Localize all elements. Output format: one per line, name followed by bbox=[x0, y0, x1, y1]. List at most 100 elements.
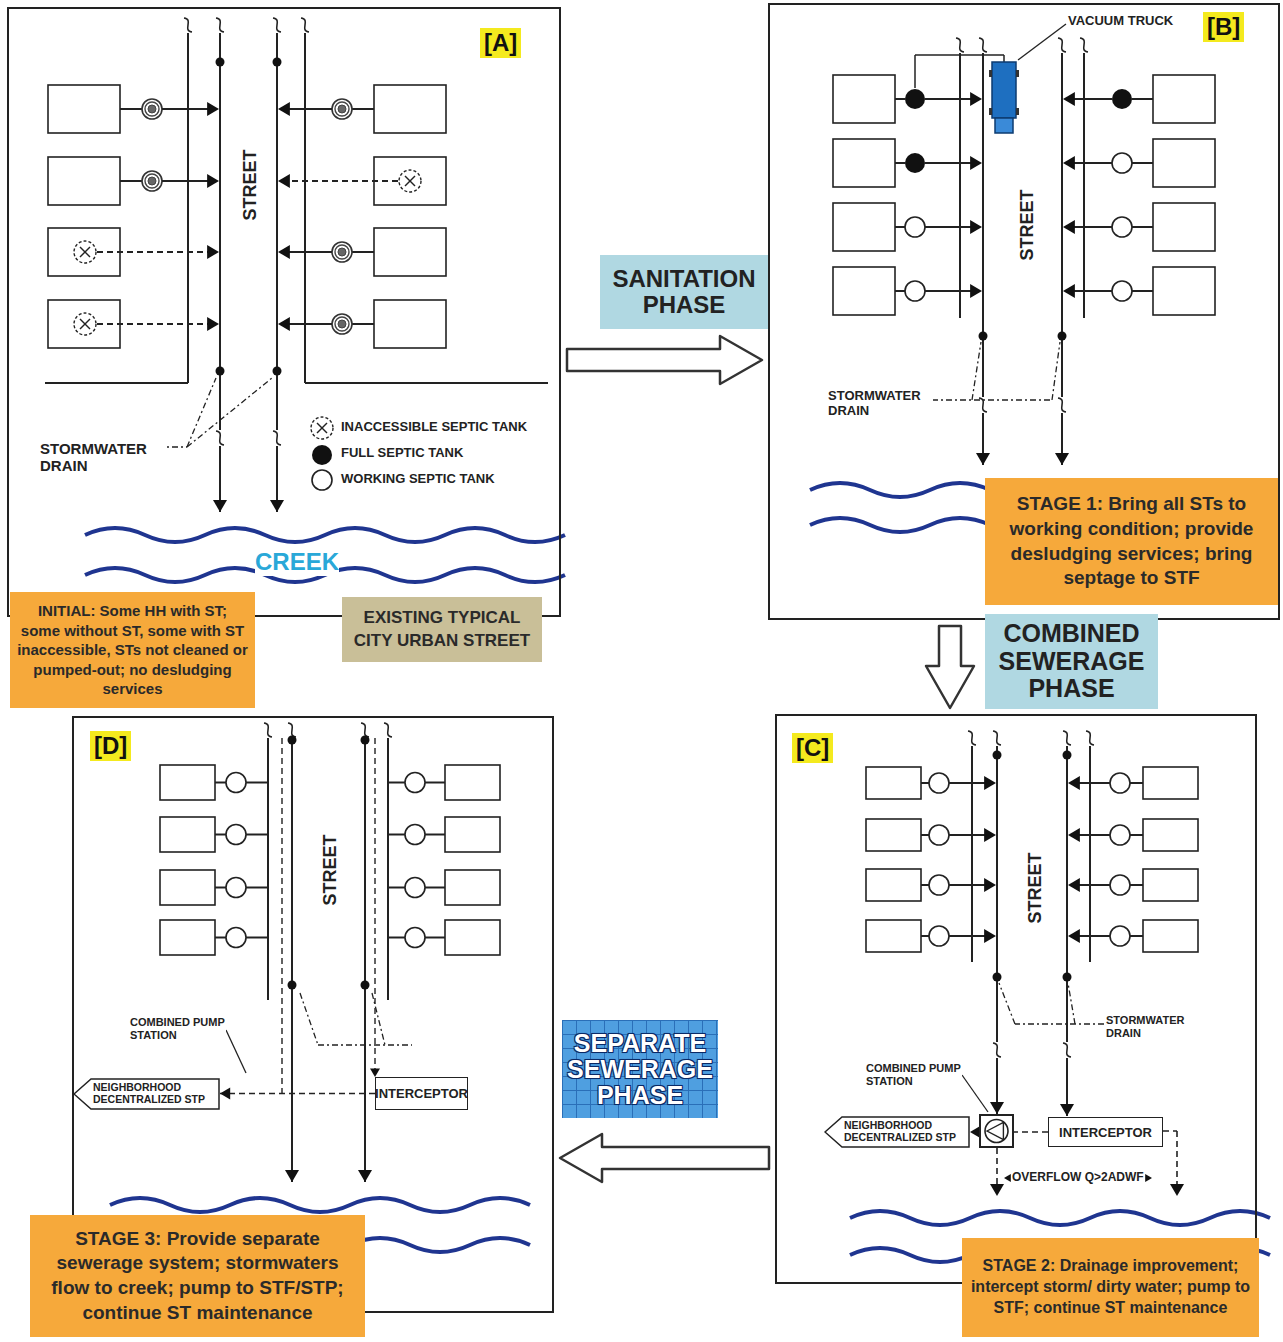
full-septic-tank bbox=[1112, 89, 1132, 109]
line bbox=[1070, 226, 1112, 228]
drain-dot bbox=[1063, 973, 1072, 982]
drain-dot bbox=[288, 736, 297, 745]
house bbox=[1143, 767, 1198, 799]
arrowhead bbox=[278, 102, 290, 116]
septic-tank bbox=[338, 105, 346, 113]
arrowhead bbox=[976, 453, 990, 465]
house bbox=[833, 267, 895, 315]
line bbox=[267, 738, 269, 1000]
callout-label: STORMWATER DRAIN bbox=[40, 440, 165, 475]
line bbox=[388, 782, 405, 784]
house bbox=[833, 139, 895, 187]
arrowhead bbox=[984, 878, 996, 892]
node-text: EXISTING TYPICAL CITY URBAN STREET bbox=[349, 607, 535, 651]
arrowhead bbox=[1068, 776, 1080, 790]
break-mark bbox=[264, 723, 272, 737]
house bbox=[866, 819, 921, 851]
truck-cab bbox=[995, 118, 1013, 133]
line bbox=[281, 738, 282, 1094]
hose bbox=[915, 54, 1004, 56]
pump-station bbox=[980, 1115, 1013, 1147]
arrowhead bbox=[984, 929, 996, 943]
phase-label: SEPARATE SEWERAGE PHASE bbox=[562, 1020, 718, 1118]
line bbox=[291, 738, 293, 1182]
line bbox=[949, 935, 989, 937]
house bbox=[445, 765, 500, 800]
callout-label: VACUUM TRUCK bbox=[1068, 14, 1173, 29]
house bbox=[866, 767, 921, 799]
line bbox=[215, 887, 226, 889]
phase-arrow bbox=[560, 1134, 769, 1182]
line bbox=[1130, 884, 1143, 886]
line bbox=[285, 108, 332, 110]
arrowhead bbox=[285, 1170, 299, 1182]
line bbox=[921, 884, 929, 886]
house bbox=[866, 920, 921, 952]
house bbox=[374, 85, 446, 133]
creek-wave bbox=[810, 518, 990, 532]
line bbox=[1130, 935, 1143, 937]
line bbox=[1068, 983, 1075, 1024]
septic-tank bbox=[142, 99, 162, 119]
full-septic-tank bbox=[312, 445, 332, 465]
working-septic-tank bbox=[226, 928, 246, 948]
house bbox=[1153, 75, 1215, 123]
working-septic-tank bbox=[905, 281, 925, 301]
working-septic-tank bbox=[929, 773, 949, 793]
arrowhead bbox=[1170, 1184, 1184, 1196]
line bbox=[97, 251, 212, 253]
break-mark bbox=[1063, 1043, 1071, 1057]
line bbox=[921, 782, 929, 784]
septic-tank bbox=[335, 102, 349, 116]
legend-text: FULL SEPTIC TANK bbox=[341, 446, 463, 461]
line bbox=[1018, 24, 1066, 60]
house bbox=[1153, 139, 1215, 187]
line bbox=[374, 738, 375, 1070]
house bbox=[160, 817, 215, 852]
arrowhead bbox=[970, 156, 982, 170]
line bbox=[999, 983, 1015, 1024]
callout-label: STORMWATER DRAIN bbox=[828, 389, 933, 419]
callout-label: COMBINED PUMP STATION bbox=[130, 1016, 226, 1041]
line bbox=[425, 937, 445, 939]
working-septic-tank bbox=[226, 825, 246, 845]
interceptor-box: INTERCEPTOR bbox=[1048, 1117, 1163, 1147]
line bbox=[1075, 782, 1110, 784]
x-mark bbox=[80, 319, 90, 329]
line bbox=[187, 33, 189, 383]
stp-outline bbox=[825, 1117, 969, 1147]
break-mark bbox=[273, 18, 281, 32]
line bbox=[1015, 1023, 1104, 1024]
arrowhead bbox=[1063, 156, 1075, 170]
line bbox=[895, 98, 905, 100]
inaccessible-septic-tank bbox=[74, 241, 96, 263]
line bbox=[932, 399, 1052, 400]
house bbox=[445, 817, 500, 852]
legend-text: INACCESSIBLE SEPTIC TANK bbox=[341, 420, 527, 435]
drain-dot bbox=[993, 751, 1002, 760]
stp-arrow: NEIGHBORHOOD DECENTRALIZED STP bbox=[73, 1078, 220, 1110]
drain-dot bbox=[1063, 751, 1072, 760]
arrowhead bbox=[984, 776, 996, 790]
x-mark bbox=[405, 176, 415, 186]
stp-outline bbox=[74, 1079, 219, 1109]
septic-tank bbox=[332, 314, 352, 334]
arrowhead bbox=[1063, 92, 1075, 106]
septic-tank bbox=[332, 242, 352, 262]
line bbox=[982, 53, 984, 397]
break-mark bbox=[1058, 38, 1066, 52]
node-text: STAGE 2: Drainage improvement; intercept… bbox=[969, 1256, 1252, 1318]
house bbox=[160, 765, 215, 800]
line bbox=[97, 323, 212, 325]
break-mark bbox=[361, 723, 369, 737]
arrowhead bbox=[1060, 1104, 1074, 1116]
line bbox=[352, 108, 374, 110]
arrowhead bbox=[220, 1088, 230, 1100]
arrowhead bbox=[278, 174, 290, 188]
callout-label: OVERFLOW Q>2ADWF bbox=[1012, 1171, 1144, 1185]
line bbox=[996, 1148, 998, 1190]
creek-wave bbox=[850, 1211, 1270, 1225]
line bbox=[1132, 98, 1153, 100]
arrowhead bbox=[278, 317, 290, 331]
line bbox=[1089, 746, 1091, 962]
